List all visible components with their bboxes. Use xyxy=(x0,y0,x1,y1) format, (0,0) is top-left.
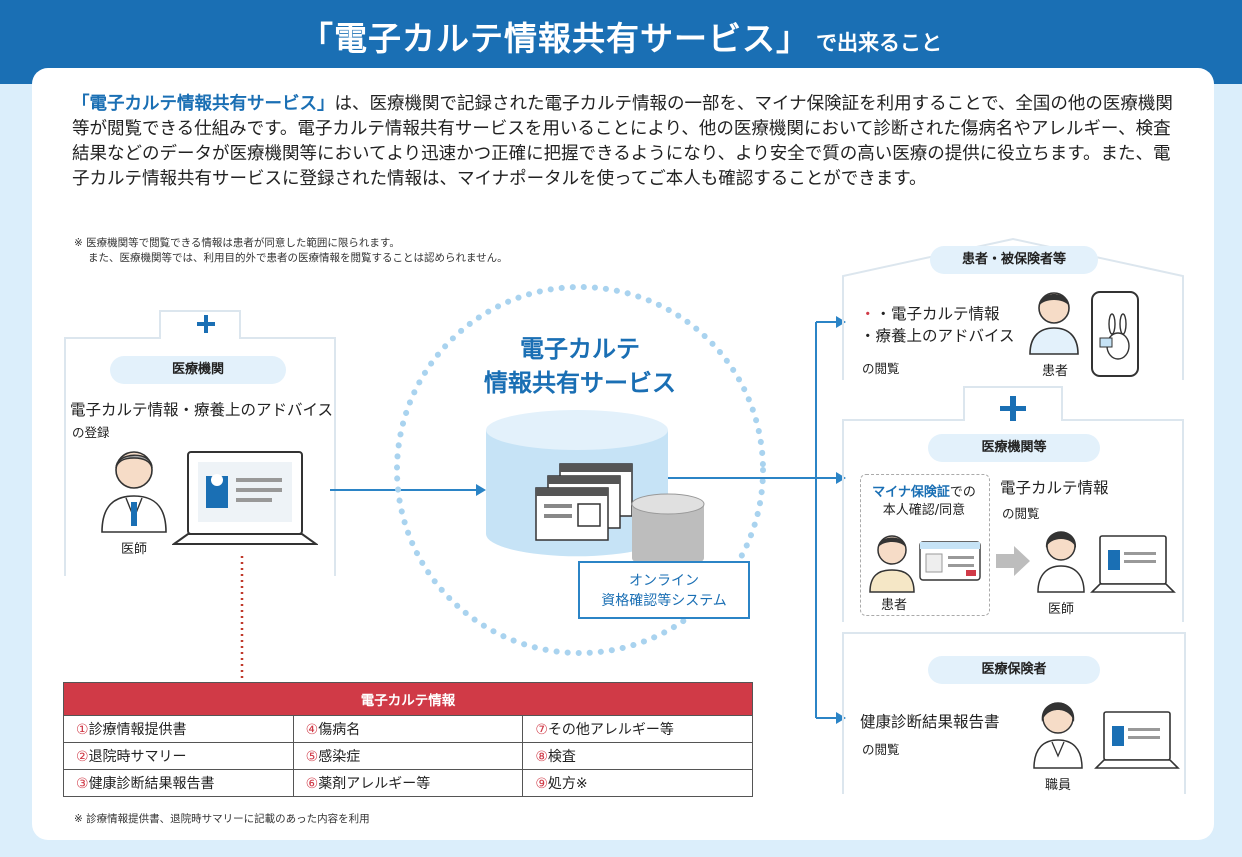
service-title-line1: 電子カルテ xyxy=(520,335,640,363)
institution-main-text: 電子カルテ情報 xyxy=(1000,479,1109,497)
top-note-line1: ※ 医療機関等で閲覧できる情報は患者が同意した範囲に限られます。 xyxy=(74,237,400,249)
doctor-icon xyxy=(101,451,167,533)
ehr-table: 電子カルテ情報 ①診療情報提供書 ④傷病名 ⑦その他アレルギー等 ②退院時サマリ… xyxy=(63,682,753,797)
table-row: ②退院時サマリー ⑤感染症 ⑧検査 xyxy=(63,742,753,770)
table-cell: ⑥薬剤アレルギー等 xyxy=(292,769,524,797)
table-cell: ⑨処方※ xyxy=(522,769,753,797)
table-row: ①診療情報提供書 ④傷病名 ⑦その他アレルギー等 xyxy=(63,715,753,743)
left-label: 医療機関 xyxy=(110,356,286,384)
service-title: 電子カルテ 情報共有サービス xyxy=(430,332,730,400)
patient-icon xyxy=(1029,292,1079,355)
patient-item2: ・療養上のアドバイス xyxy=(860,327,1015,345)
mynumber-line2: 本人確認/同意 xyxy=(882,503,966,518)
dotted-connector xyxy=(240,556,244,682)
patient-label: 患者・被保険者等 xyxy=(930,246,1098,274)
insurer-outline xyxy=(842,632,1186,794)
insurer-person-label: 職員 xyxy=(1044,778,1071,793)
patient-sub-text: の閲覧 xyxy=(862,361,900,376)
table-cell: ④傷病名 xyxy=(292,715,524,743)
mynumber-box xyxy=(860,474,990,616)
mynumber-text: マイナ保険証での 本人確認/同意 xyxy=(862,484,986,520)
insurer-laptop-icon xyxy=(1094,711,1180,769)
patient-person-label: 患者 xyxy=(1041,364,1068,379)
table-cell: ⑧検査 xyxy=(522,742,753,770)
system-line2: 資格確認等システム xyxy=(601,593,727,609)
insurer-sub-text: の閲覧 xyxy=(862,742,900,757)
table-cell: ⑦その他アレルギー等 xyxy=(522,715,753,743)
mynumber-highlight: マイナ保険証 xyxy=(872,485,950,500)
system-database-icon xyxy=(631,493,705,568)
institution-person-label: 医師 xyxy=(1047,602,1074,617)
intro-highlight: 「電子カルテ情報共有サービス」 xyxy=(72,94,335,114)
page-title: 「電子カルテ情報共有サービス」で出来ること xyxy=(0,12,1242,60)
institution-house-outline xyxy=(842,386,1184,622)
insurer-label: 医療保険者 xyxy=(928,656,1100,684)
staff-icon xyxy=(1033,702,1083,769)
laptop-icon xyxy=(172,451,318,545)
ehr-table-header: 電子カルテ情報 xyxy=(63,682,753,716)
patient-item1-text: ・電子カルテ情報 xyxy=(875,305,1000,323)
table-cell: ①診療情報提供書 xyxy=(63,715,294,743)
system-label-box: オンライン 資格確認等システム xyxy=(578,561,750,619)
smartphone-icon xyxy=(1091,291,1139,377)
service-title-line2: 情報共有サービス xyxy=(484,369,676,397)
database-icon xyxy=(486,410,668,557)
intro-body: は、医療機関で記録された電子カルテ情報の一部を、マイナ保険証を利用することで、全… xyxy=(72,94,1173,189)
table-cell: ⑤感染症 xyxy=(292,742,524,770)
mynumber-suffix: での xyxy=(949,485,976,500)
institution-sub-text: の閲覧 xyxy=(1002,506,1040,521)
table-cell: ②退院時サマリー xyxy=(63,742,294,770)
arrow-to-service xyxy=(330,484,486,496)
institution-laptop-icon xyxy=(1090,535,1176,593)
patient-with-card-icon xyxy=(869,535,981,593)
service-circle xyxy=(394,284,766,656)
female-doctor-icon xyxy=(1037,531,1085,593)
title-sub: で出来ること xyxy=(816,31,942,55)
bottom-note: ※ 診療情報提供書、退院時サマリーに記載のあった内容を利用 xyxy=(74,813,370,825)
left-person-label: 医師 xyxy=(120,542,147,557)
top-note-line2: また、医療機関等では、利用目的外で患者の医療情報を閲覧することは認められません。 xyxy=(88,252,508,264)
institution-patient-label: 患者 xyxy=(880,598,907,613)
gray-arrow-icon xyxy=(996,546,1030,576)
system-line1: オンライン xyxy=(629,573,699,589)
left-main-text: 電子カルテ情報・療養上のアドバイス xyxy=(70,401,334,419)
left-house-outline xyxy=(64,310,336,576)
patient-item1: ・・電子カルテ情報 xyxy=(860,305,1000,323)
institution-label: 医療機関等 xyxy=(928,434,1100,462)
table-row: ③健康診断結果報告書 ⑥薬剤アレルギー等 ⑨処方※ xyxy=(63,769,753,797)
insurer-main-text: 健康診断結果報告書 xyxy=(860,713,1000,731)
left-sub-text: の登録 xyxy=(72,425,110,440)
intro-paragraph: 「電子カルテ情報共有サービス」は、医療機関で記録された電子カルテ情報の一部を、マ… xyxy=(72,92,1182,192)
title-main: 「電子カルテ情報共有サービス」 xyxy=(300,19,810,58)
distribution-arrows xyxy=(668,316,846,724)
patient-house-outline xyxy=(842,237,1184,380)
top-note: ※ 医療機関等で閲覧できる情報は患者が同意した範囲に限られます。 また、医療機関… xyxy=(74,236,508,266)
table-cell: ③健康診断結果報告書 xyxy=(63,769,294,797)
